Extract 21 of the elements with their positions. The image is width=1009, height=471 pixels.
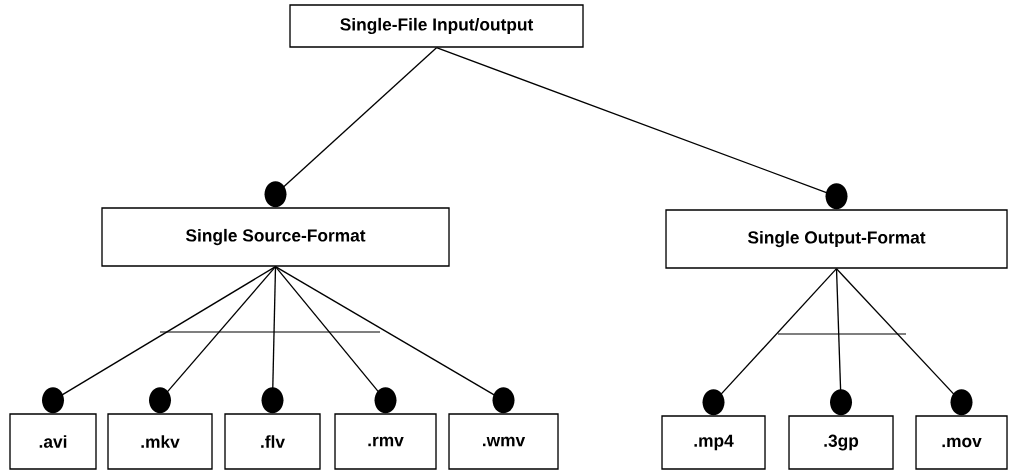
connector — [274, 266, 397, 414]
connector — [702, 268, 838, 416]
connector — [830, 268, 852, 416]
feature-box: .mov — [915, 415, 1008, 470]
feature-box: .flv — [224, 413, 321, 470]
connector — [261, 266, 284, 414]
feature-box: .avi — [9, 413, 97, 470]
feature-box: .rmv — [334, 413, 437, 470]
feature-box: Single-File Input/output — [289, 4, 584, 48]
feature-box: Single Output-Format — [665, 209, 1008, 269]
connector — [149, 266, 277, 414]
connector — [835, 268, 973, 416]
feature-box: .3gp — [788, 415, 894, 470]
feature-box: Single Source-Format — [101, 207, 450, 267]
connector — [274, 266, 515, 414]
feature-box: .mkv — [107, 413, 213, 470]
connector — [42, 266, 277, 414]
connector — [435, 47, 848, 210]
connector — [264, 47, 438, 208]
feature-box: .wmv — [448, 413, 559, 470]
feature-box: .mp4 — [661, 415, 766, 470]
